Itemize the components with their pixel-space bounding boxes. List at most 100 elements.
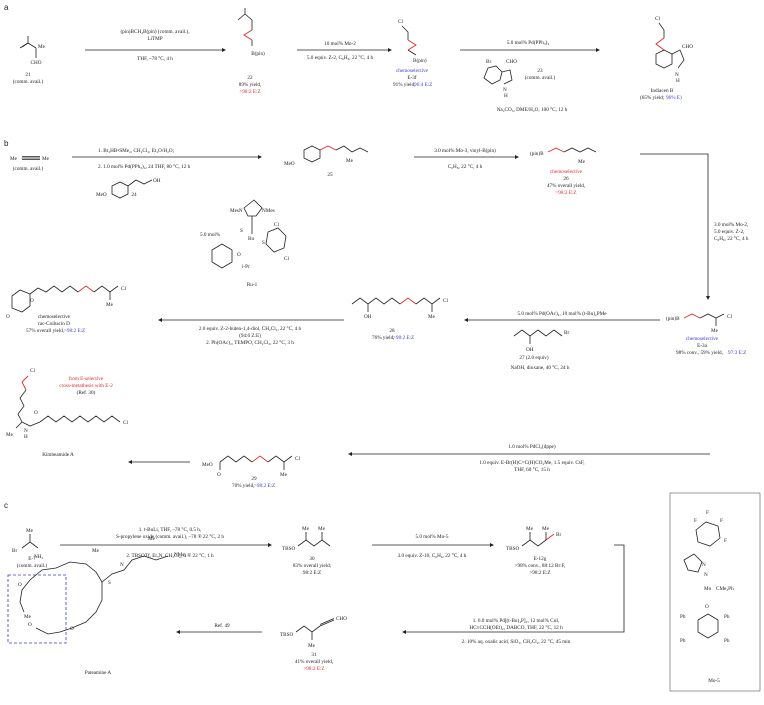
indiacen-b: Cl CHO N H Indiacen B (65% yield; 96% E) — [640, 16, 693, 101]
svg-text:98:2 E:Z: 98:2 E:Z — [303, 570, 321, 576]
svg-text:CMe₂Ph: CMe₂Ph — [716, 586, 734, 592]
section-a-label: a — [4, 3, 9, 12]
svg-text:NaOH, dioxane, 40 °C, 24 h: NaOH, dioxane, 40 °C, 24 h — [511, 364, 570, 371]
svg-text:5.0 equiv. Z-2,: 5.0 equiv. Z-2, — [714, 229, 744, 235]
svg-text:THF, 60 °C, 15 h: THF, 60 °C, 15 h — [514, 466, 550, 473]
svg-text:Cl: Cl — [284, 256, 289, 262]
svg-text:83% overall yield;: 83% overall yield; — [293, 563, 332, 569]
svg-text:TBSO: TBSO — [280, 632, 294, 638]
compound-28: Cl Me OH 28 76% yield, >98:2 E:Z — [351, 297, 448, 341]
svg-text:Ref. 49: Ref. 49 — [214, 622, 230, 629]
svg-text:H: H — [504, 93, 508, 99]
svg-text:70% yield,: 70% yield, — [232, 483, 254, 489]
svg-text:Mo-5: Mo-5 — [708, 678, 720, 684]
svg-text:>98:2 E:Z: >98:2 E:Z — [303, 666, 324, 672]
svg-text:5.0 mol% Mo-5: 5.0 mol% Mo-5 — [416, 534, 449, 540]
svg-text:CHO: CHO — [682, 44, 693, 50]
svg-text:H: H — [24, 434, 28, 440]
svg-text:Br: Br — [486, 59, 491, 65]
svg-text:47% overall yield,: 47% overall yield, — [547, 183, 585, 189]
svg-text:24: 24 — [131, 192, 137, 198]
svg-text:LiTMP: LiTMP — [147, 36, 162, 42]
svg-text:10 mol% Mo-2: 10 mol% Mo-2 — [324, 41, 356, 47]
svg-text:(comm. avail.): (comm. avail.) — [525, 74, 556, 81]
step-a1-reagents: (pin)BCH₂B(pin) (comm. avail.), — [120, 28, 189, 35]
svg-text:(comm. avail.): (comm. avail.) — [13, 165, 44, 172]
svg-text:>98:2 E:Z: >98:2 E:Z — [239, 89, 260, 95]
svg-text:27 (2.0 equiv): 27 (2.0 equiv) — [519, 354, 549, 361]
svg-text:5.0 mol% Pd(OAc)₂, 10 mol% (t-: 5.0 mol% Pd(OAc)₂, 10 mol% (t-Bu)₂PMe — [517, 310, 607, 317]
svg-text:B(pin): B(pin) — [413, 57, 427, 64]
svg-text:TBSO: TBSO — [282, 546, 296, 552]
compound-e3f: Cl B(pin) chemoselective E-3f 91% yield,… — [393, 19, 432, 88]
svg-text:S-propylene oxide (comm. avail: S-propylene oxide (comm. avail.), –78 ® … — [116, 533, 224, 540]
svg-text:Me: Me — [711, 328, 719, 334]
svg-text:NMes: NMes — [262, 208, 275, 214]
svg-text:N: N — [675, 72, 679, 78]
svg-text:F: F — [694, 518, 697, 524]
svg-text:rac-Coibacin D: rac-Coibacin D — [38, 321, 70, 327]
svg-text:N: N — [120, 562, 124, 568]
svg-text:Kimbeamide A: Kimbeamide A — [42, 452, 74, 458]
svg-text:>98:2 E:Z: >98:2 E:Z — [529, 570, 550, 576]
svg-text:O: O — [6, 314, 10, 320]
svg-text:chemoselective: chemoselective — [686, 336, 719, 342]
svg-text:96:4 E:Z: 96:4 E:Z — [414, 82, 432, 88]
svg-text:C₆H₆, 22 °C, 4 h: C₆H₆, 22 °C, 4 h — [714, 235, 749, 242]
svg-text:>98:2 E:Z: >98:2 E:Z — [254, 483, 275, 489]
svg-text:5.0 equiv. Z-2, C₆H₆, 22 °C, 4: 5.0 equiv. Z-2, C₆H₆, 22 °C, 4 h — [307, 54, 374, 61]
svg-text:E-3f: E-3f — [407, 74, 416, 81]
svg-text:>98% conv., 88:12 Br:F,: >98% conv., 88:12 Br:F, — [515, 563, 566, 569]
svg-text:E-12g: E-12g — [534, 556, 547, 562]
svg-text:30: 30 — [309, 556, 315, 562]
svg-text:(94:6 Z:E): (94:6 Z:E) — [239, 332, 261, 339]
svg-text:Cl: Cl — [443, 298, 448, 304]
svg-text:(Ref. 30): (Ref. 30) — [77, 389, 96, 396]
svg-text:>98:2 E:Z: >98:2 E:Z — [64, 328, 85, 334]
svg-text:Me: Me — [428, 314, 436, 320]
svg-text:Me: Me — [280, 472, 288, 478]
svg-text:NMe₂: NMe₂ — [174, 552, 187, 558]
rac-coibacin-d: O O Cl Me chemoselective rac-Coibacin D … — [6, 285, 126, 334]
svg-text:41% overall yield,: 41% overall yield, — [295, 659, 333, 665]
svg-text:B(pin): B(pin) — [251, 50, 265, 57]
svg-text:TBSO: TBSO — [506, 546, 520, 552]
svg-text:E-3a: E-3a — [697, 343, 707, 349]
svg-text:Me: Me — [38, 44, 46, 50]
svg-text:97:3 E:Z: 97:3 E:Z — [728, 350, 746, 356]
svg-text:N: N — [24, 428, 28, 434]
svg-text:Mo: Mo — [704, 586, 712, 592]
svg-text:Cl: Cl — [123, 420, 128, 426]
svg-text:F: F — [706, 510, 709, 516]
section-c-label: c — [4, 501, 8, 510]
svg-text:(pin)B: (pin)B — [666, 315, 680, 322]
svg-text:(comm. avail.): (comm. avail.) — [17, 562, 48, 569]
svg-text:3.0 mol% Mo-2,: 3.0 mol% Mo-2, — [714, 222, 748, 228]
mo-5-catalyst: F F F F N N Mo CMe₂Ph O Ph Ph Ph Ph Mo-5 — [669, 492, 761, 692]
svg-text:Cl: Cl — [295, 456, 300, 462]
svg-text:S: S — [108, 580, 111, 586]
ru-1-catalyst: 5.0 mol% MesN NMes Ru S S Cl Cl O i-Pr R… — [200, 199, 289, 288]
svg-text:57% overall yield,: 57% overall yield, — [26, 328, 64, 334]
svg-text:O: O — [34, 410, 38, 416]
svg-text:from E-selective: from E-selective — [69, 375, 104, 382]
compound-31: TBSO Me CHO 31 41% overall yield, >98:2 … — [280, 616, 347, 672]
svg-text:91% yield,: 91% yield, — [393, 82, 415, 88]
svg-text:28: 28 — [389, 328, 395, 334]
svg-text:Ru: Ru — [248, 236, 254, 242]
svg-text:O: O — [217, 472, 221, 478]
svg-text:25: 25 — [327, 172, 333, 178]
svg-text:(comm. avail.): (comm. avail.) — [13, 78, 44, 85]
svg-text:MeO: MeO — [96, 192, 107, 198]
svg-text:1. 6.0 mol% Pd[(t-Bu)₃P]₂, 12: 1. 6.0 mol% Pd[(t-Bu)₃P]₂, 12 mol% CuI, — [473, 617, 560, 624]
svg-text:22: 22 — [247, 75, 253, 81]
svg-text:OH: OH — [153, 178, 161, 184]
svg-text:C₆H₆, 22 °C, 4 h: C₆H₆, 22 °C, 4 h — [448, 163, 483, 170]
svg-text:Cl: Cl — [727, 314, 732, 320]
svg-text:1. Br₂HB•SMe₂, CH₂Cl₂, Et₂O/H₂: 1. Br₂HB•SMe₂, CH₂Cl₂, Et₂O/H₂O; — [98, 148, 175, 154]
svg-text:2.0 equiv. Z-2-buten-1,4-diol,: 2.0 equiv. Z-2-buten-1,4-diol, CH₂Cl₂, 2… — [199, 325, 302, 332]
svg-text:O: O — [18, 582, 22, 588]
svg-text:S: S — [240, 228, 243, 234]
svg-text:Me: Me — [26, 528, 34, 534]
